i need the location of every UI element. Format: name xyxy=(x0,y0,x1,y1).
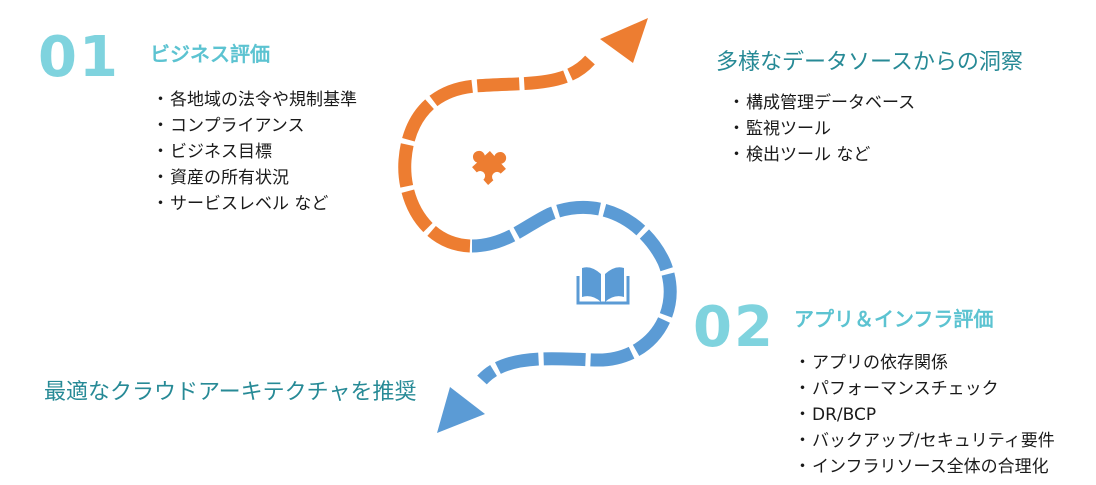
list-item: 各地域の法令や規制基準 xyxy=(152,87,357,113)
list-item: バックアップ/セキュリティ要件 xyxy=(794,428,1055,454)
step2-title: アプリ＆インフラ評価 xyxy=(794,307,994,331)
list-item: パフォーマンスチェック xyxy=(794,376,1055,402)
recommendation-title: 最適なクラウドアーキテクチャを推奨 xyxy=(44,380,417,405)
list-item: 検出ツール など xyxy=(728,142,915,168)
step2-number: 02 xyxy=(693,295,775,360)
list-item: DR/BCP xyxy=(794,402,1055,428)
list-item: コンプライアンス xyxy=(152,113,357,139)
open-book-icon xyxy=(576,267,630,305)
list-item: インフラリソース全体の合理化 xyxy=(794,454,1055,480)
puzzle-piece-icon xyxy=(472,150,507,185)
orange-path xyxy=(398,18,648,253)
blue-path xyxy=(437,200,677,433)
step2-bullet-list: アプリの依存関係 パフォーマンスチェック DR/BCP バックアップ/セキュリテ… xyxy=(794,350,1055,480)
list-item: 監視ツール xyxy=(728,116,915,142)
insights-bullet-list: 構成管理データベース 監視ツール 検出ツール など xyxy=(728,90,915,168)
list-item: 資産の所有状況 xyxy=(152,165,357,191)
step1-number: 01 xyxy=(38,25,120,90)
insights-title: 多様なデータソースからの洞察 xyxy=(716,50,1023,75)
blue-arrowhead xyxy=(437,387,485,433)
list-item: ビジネス目標 xyxy=(152,139,357,165)
list-item: アプリの依存関係 xyxy=(794,350,1055,376)
step1-bullet-list: 各地域の法令や規制基準 コンプライアンス ビジネス目標 資産の所有状況 サービス… xyxy=(152,87,357,217)
list-item: 構成管理データベース xyxy=(728,90,915,116)
orange-arrowhead xyxy=(600,18,648,63)
step1-title: ビジネス評価 xyxy=(150,42,270,66)
list-item: サービスレベル など xyxy=(152,191,357,217)
